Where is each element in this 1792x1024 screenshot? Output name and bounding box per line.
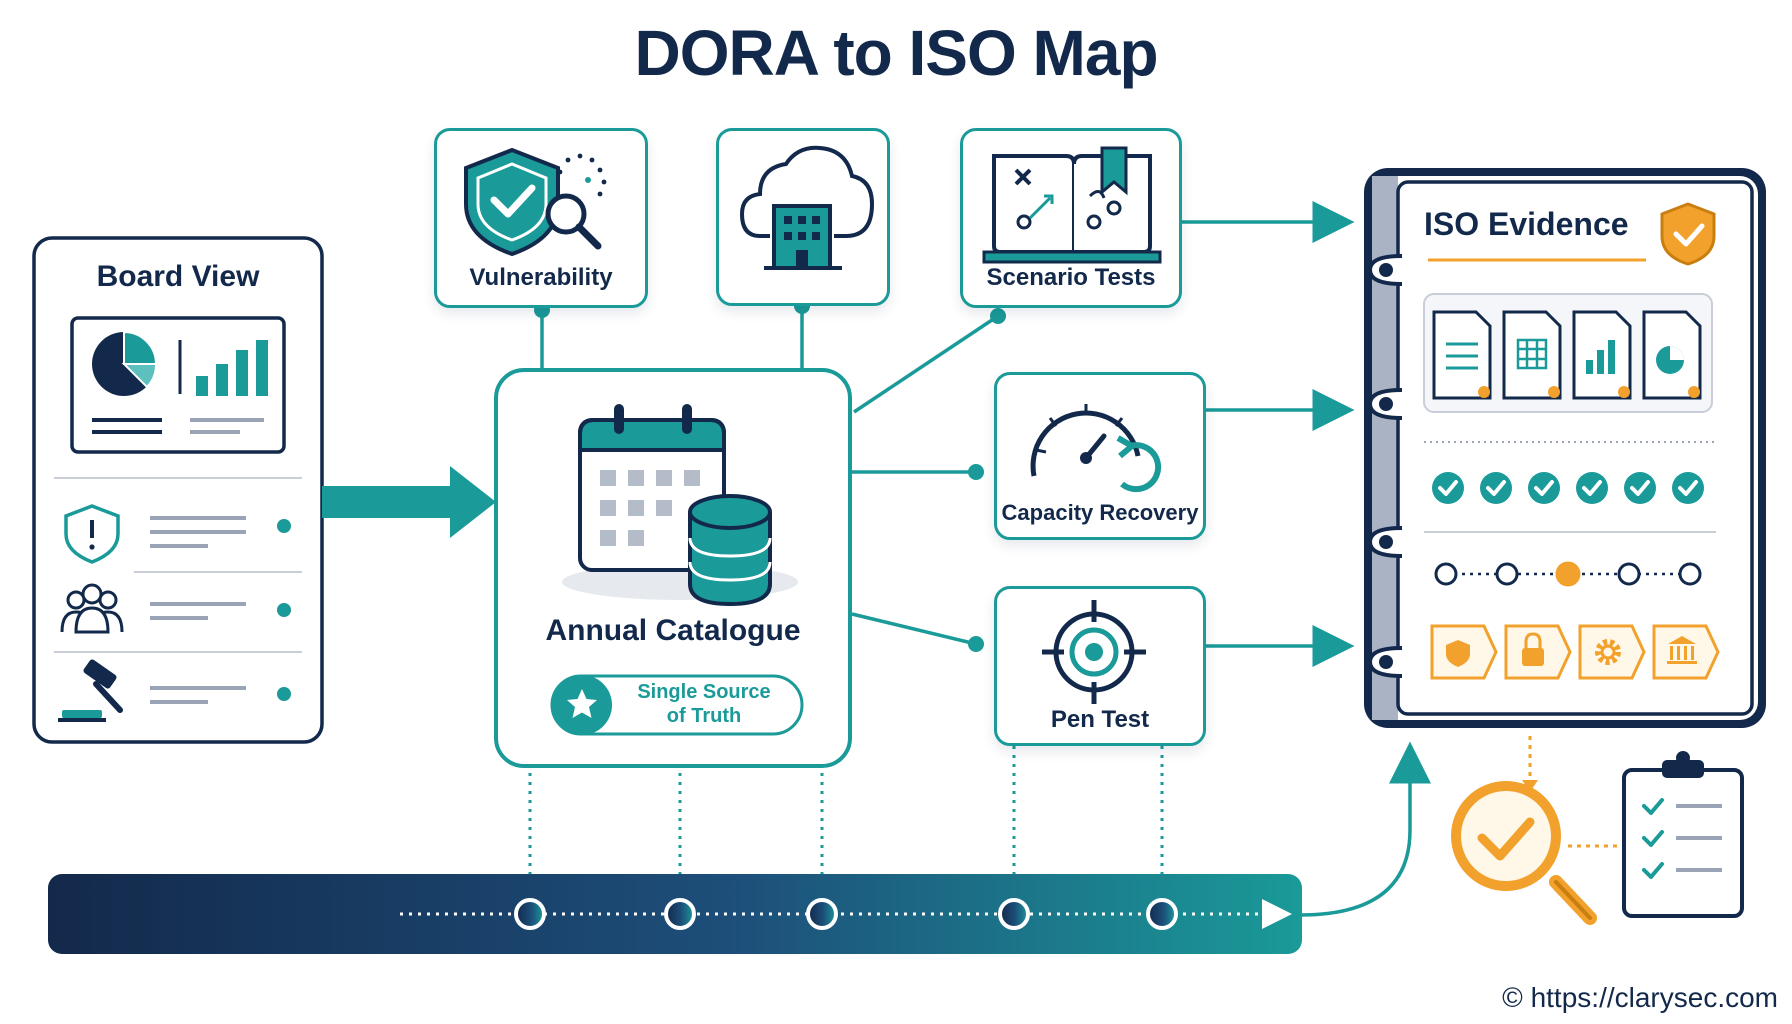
- timeline-bar: [48, 874, 1302, 954]
- timeline-milestones: [514, 898, 1178, 930]
- cloud-infrastructure-card: [716, 128, 890, 306]
- board-row-security: [64, 504, 291, 564]
- copyright-footer: © https://clarysec.com: [1502, 982, 1778, 1013]
- milestone-marker: [1146, 898, 1178, 930]
- milestone-marker: [998, 898, 1030, 930]
- dashboard-icon: [70, 316, 286, 454]
- check-badges: [1432, 472, 1704, 504]
- milestone-marker: [664, 898, 696, 930]
- shield-check-icon: [1660, 202, 1716, 266]
- team-icon: [60, 583, 124, 634]
- board-view-panel: [32, 236, 324, 744]
- board-row-people: [60, 583, 291, 634]
- board-to-catalogue-arrow: [322, 466, 496, 538]
- tag-bank-icon: [1667, 636, 1697, 664]
- tag-shield-icon: [1446, 640, 1470, 667]
- tag-gear-icon: [1595, 639, 1621, 665]
- page-title: DORA to ISO Map: [634, 17, 1158, 89]
- single-source-badge: Single Source of Truth: [620, 680, 788, 728]
- single-source-line2: of Truth: [666, 705, 742, 727]
- connectors: [540, 201, 1431, 917]
- annual-catalogue-title: Annual Catalogue: [545, 614, 801, 647]
- single-source-line1: Single Source: [637, 681, 771, 703]
- audit-magnifier-icon: [1451, 781, 1597, 925]
- progress-steps: [1434, 561, 1702, 587]
- iso-evidence-binder: [1364, 168, 1766, 728]
- pen-test-label: Pen Test: [1050, 706, 1150, 733]
- board-view-title: Board View: [96, 260, 260, 293]
- capacity-recovery-label: Capacity Recovery: [1001, 500, 1199, 525]
- tag-lock-icon: [1522, 632, 1544, 666]
- document-icons: [1432, 310, 1702, 400]
- milestone-marker: [514, 898, 546, 930]
- timeline-drops: [528, 746, 1164, 892]
- milestone-marker: [806, 898, 838, 930]
- iso-evidence-title: ISO Evidence: [1424, 206, 1629, 242]
- audit-connectors: [1528, 736, 1622, 848]
- binder-rings: [1367, 254, 1403, 678]
- database-icon: [688, 494, 772, 607]
- vulnerability-label: Vulnerability: [469, 264, 613, 291]
- annual-catalogue-card: [494, 368, 852, 768]
- scenario-tests-label: Scenario Tests: [986, 264, 1156, 291]
- gavel-icon: [58, 659, 123, 722]
- control-tags: [1430, 624, 1720, 680]
- checklist-clipboard-icon: [1622, 751, 1744, 918]
- board-row-legal: [58, 659, 291, 722]
